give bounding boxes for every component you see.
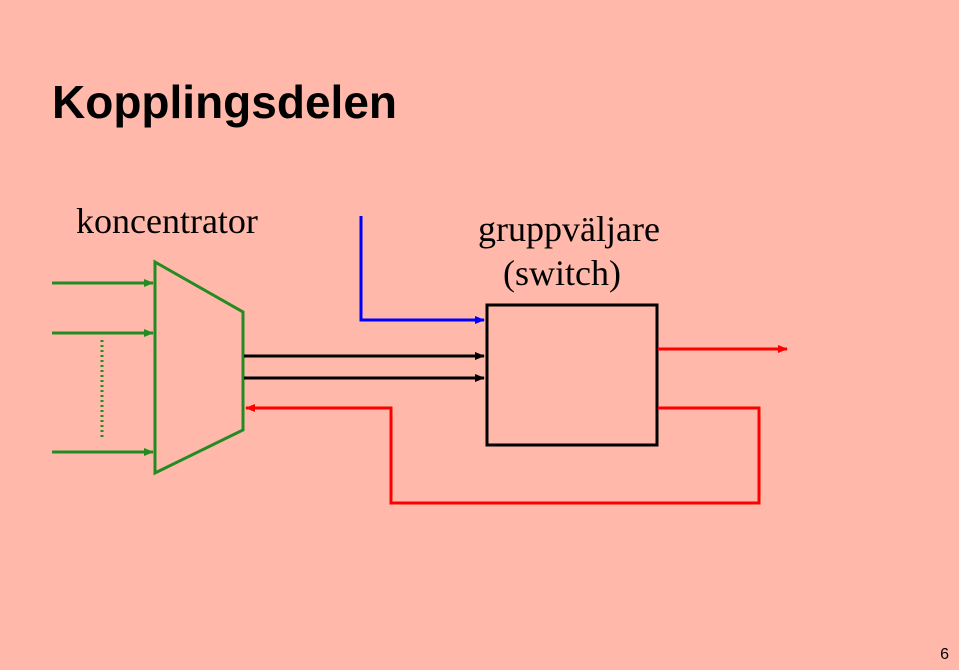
switch-sublabel: (switch)	[503, 253, 621, 293]
page-title: Kopplingsdelen	[52, 76, 397, 128]
feedback-loop-line	[245, 404, 761, 505]
page-number: 6	[940, 646, 949, 663]
switch-box	[485, 303, 659, 447]
concentrator-label: koncentrator	[76, 201, 258, 241]
control-line	[359, 216, 485, 324]
concentrator-shape	[153, 259, 245, 476]
switch-label: gruppväljare	[478, 209, 660, 249]
